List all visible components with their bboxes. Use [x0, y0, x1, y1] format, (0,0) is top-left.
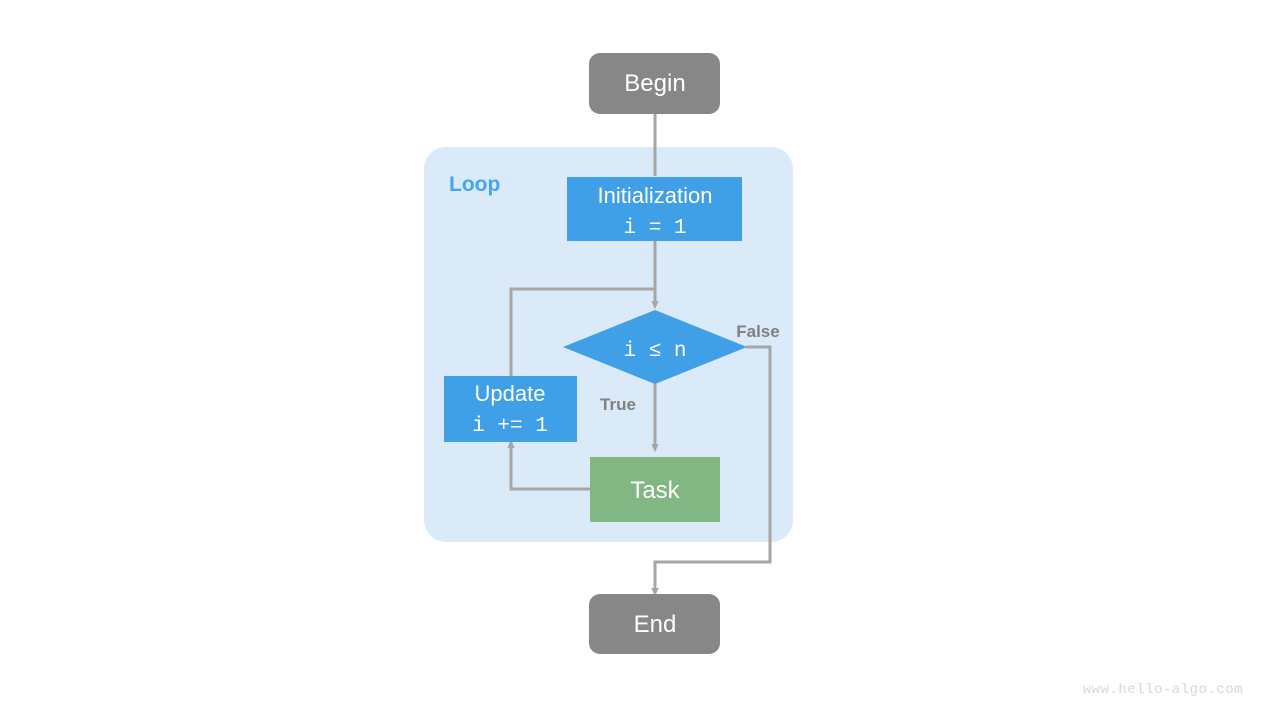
- node-begin[interactable]: Begin: [589, 53, 720, 114]
- node-condition-label: i ≤ n: [623, 340, 686, 363]
- node-initialization[interactable]: Initialization i = 1: [567, 177, 742, 241]
- loop-group-label: Loop: [449, 173, 500, 196]
- watermark: www.hello-algo.com: [1083, 682, 1243, 698]
- node-initialization-sublabel: i = 1: [623, 217, 686, 240]
- edge-label-true: True: [600, 395, 636, 414]
- node-update[interactable]: Update i += 1: [444, 376, 577, 442]
- node-update-sublabel: i += 1: [472, 415, 548, 438]
- edge-update-to-condition: [509, 287, 655, 376]
- edge-task-to-update: [507, 439, 590, 491]
- edge-condition-to-end: [651, 345, 772, 597]
- node-end-label: End: [634, 611, 677, 638]
- node-update-label: Update: [475, 381, 546, 406]
- node-task[interactable]: Task: [590, 457, 720, 522]
- node-condition[interactable]: i ≤ n: [563, 310, 747, 384]
- node-task-label: Task: [630, 477, 680, 504]
- edge-label-false: False: [736, 322, 779, 341]
- node-end[interactable]: End: [589, 594, 720, 654]
- node-begin-label: Begin: [624, 70, 685, 97]
- node-initialization-label: Initialization: [598, 183, 713, 208]
